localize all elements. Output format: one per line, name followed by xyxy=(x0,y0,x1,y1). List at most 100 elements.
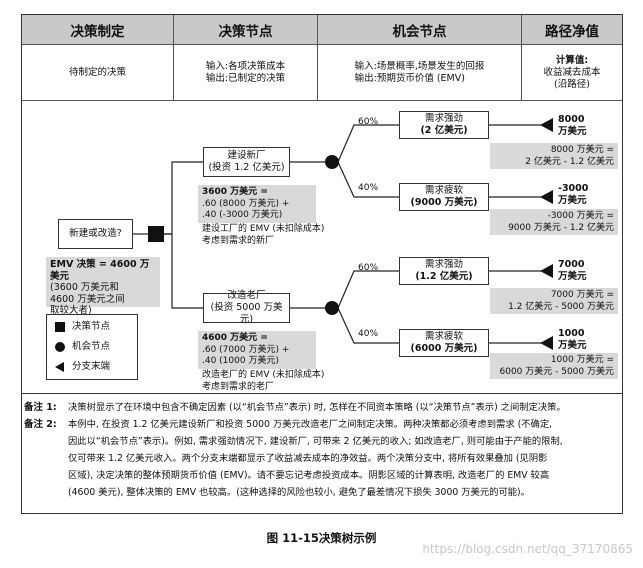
legend-decision: 决策节点 xyxy=(55,317,110,337)
decision-tree-figure: 决策制定 决策节点 机会节点 路径净值 待制定的决策 输入:各项决策成本 输出:… xyxy=(21,14,623,514)
terminal-value-4-num: 1000 xyxy=(558,328,585,339)
prob-upgrade-low: 40% xyxy=(358,329,379,339)
note-build-line1: 建设工厂的 EMV (未扣除成本) xyxy=(202,224,325,234)
terminal-value-1: 8000 万美元 xyxy=(558,114,587,138)
terminal-calc-3: 7000 万美元 = 1.2 亿美元 - 5000 万美元 xyxy=(490,288,618,314)
outcome-2-line1: 需求疲软 xyxy=(424,185,463,196)
chance-node-icon xyxy=(55,342,65,352)
option-upgrade-line2: (投资 5000 万美元) xyxy=(210,302,283,325)
outcome-1-line2: (2 亿美元) xyxy=(420,125,468,136)
terminal-calc-2-line1: -3000 万美元 = xyxy=(547,211,614,221)
terminal-calc-1: 8000 万美元 = 2 亿美元 - 1.2 亿美元 xyxy=(490,143,618,169)
row-decision-to-make: 待制定的决策 xyxy=(22,45,174,101)
terminal-calc-2-line2: 9000 万美元 - 1.2 亿美元 xyxy=(508,222,614,233)
calc-upgrade-line3: .40 (1000 万美元) xyxy=(202,356,279,366)
decision-question-box: 新建或改造? xyxy=(58,219,133,249)
terminal-calc-2: -3000 万美元 = 9000 万美元 - 1.2 亿美元 xyxy=(490,209,618,235)
note1-label: 备注 1: xyxy=(24,402,57,413)
calc-build-line2: .60 (8000 万美元) + xyxy=(202,198,290,209)
header-decision-making: 决策制定 xyxy=(22,15,174,45)
notes-divider xyxy=(22,393,622,394)
option-build-line1: 建设新厂 xyxy=(227,150,266,161)
terminal-calc-4-line1: 1000 万美元 = xyxy=(550,355,614,365)
calc-upgrade-line1: 4600 万美元 = xyxy=(202,333,268,343)
terminal-value-2-num: -3000 xyxy=(558,183,589,194)
decision-node-icon xyxy=(55,322,65,332)
legend-box: 决策节点 机会节点 分支末端 xyxy=(46,314,138,380)
terminal-value-1-num: 8000 xyxy=(558,114,585,125)
chance-node-build xyxy=(325,155,339,169)
outcome-2-line2: (9000 万美元) xyxy=(410,197,478,208)
row-chance-node-desc: 输入:场景概率,场景发生的回报 输出:预期货币价值 (EMV) xyxy=(318,45,522,101)
note2-line5: (4600 美元), 整体决策的 EMV 也较高。(这种选择的风险也较小, 避免… xyxy=(68,487,530,498)
terminal-value-4-unit: 万美元 xyxy=(558,340,587,351)
outcome-box-1: 需求强劲 (2 亿美元) xyxy=(399,111,489,139)
terminal-calc-1-line2: 2 亿美元 - 1.2 亿美元 xyxy=(525,156,614,167)
row-col4-line3: (沿路径) xyxy=(554,78,590,90)
row-col3-line2: 输出:预期货币价值 (EMV) xyxy=(354,72,465,84)
row-col4-line1: 计算值: xyxy=(555,54,589,66)
decision-node-square xyxy=(148,226,164,242)
legend-branch-end-label: 分支末端 xyxy=(72,361,111,372)
branch-end-1 xyxy=(540,118,553,132)
terminal-calc-4: 1000 万美元 = 6000 万美元 - 5000 万美元 xyxy=(490,353,618,379)
branch-end-4 xyxy=(540,336,553,350)
note2-line1: 本例中, 在投资 1.2 亿美元建设新厂和投资 5000 万美元改造老厂之间制定… xyxy=(68,419,553,430)
legend-branch-end: 分支末端 xyxy=(55,357,110,377)
option-upgrade-box: 改造老厂 (投资 5000 万美元) xyxy=(203,290,290,325)
row-col3-line1: 输入:场景概率,场景发生的回报 xyxy=(354,60,485,72)
calc-build-line1: 3600 万美元 = xyxy=(202,187,268,197)
prob-build-high: 60% xyxy=(358,117,379,127)
prob-upgrade-high: 60% xyxy=(358,263,379,273)
note-build-line2: 考虑到需求的新厂 xyxy=(202,236,275,246)
branch-end-2 xyxy=(540,190,553,204)
tree-lines xyxy=(133,124,542,344)
calc-upgrade-box: 4600 万美元 = .60 (7000 万美元) + .40 (1000 万美… xyxy=(198,331,316,369)
legend-decision-label: 决策节点 xyxy=(72,321,111,332)
note2-line2: 因此以“机会节点”表示)。例如, 需求强劲情况下, 建设新厂, 可带来 2 亿美… xyxy=(68,436,563,447)
terminal-value-2: -3000 万美元 xyxy=(558,183,588,207)
terminal-value-3: 7000 万美元 xyxy=(558,259,587,283)
emv-decision-line1: EMV 决策 = 4600 万美元 xyxy=(50,259,150,282)
terminal-value-2-unit: 万美元 xyxy=(558,195,587,206)
note2-line3: 仅可带来 1.2 亿美元收入。两个分支末端都显示了收益减去成本的净效益。两个决策… xyxy=(68,453,548,464)
branch-end-3 xyxy=(540,264,553,278)
option-upgrade-line1: 改造老厂 xyxy=(227,290,266,301)
outcome-3-line1: 需求强劲 xyxy=(424,259,463,270)
terminal-value-4: 1000 万美元 xyxy=(558,328,587,352)
terminal-calc-3-line1: 7000 万美元 = xyxy=(550,290,614,300)
terminal-calc-1-line1: 8000 万美元 = xyxy=(550,145,614,155)
branch-end-icon xyxy=(55,362,64,372)
option-build-box: 建设新厂 (投资 1.2 亿美元) xyxy=(203,147,290,177)
emv-decision-box: EMV 决策 = 4600 万美元 (3600 万美元和 4600 万美元之间 … xyxy=(46,257,160,316)
note2-label: 备注 2: xyxy=(24,419,57,430)
row-col2-line1: 输入:各项决策成本 xyxy=(205,60,286,72)
option-build-line2: (投资 1.2 亿美元) xyxy=(208,162,285,173)
terminal-value-1-unit: 万美元 xyxy=(558,126,587,137)
outcome-4-line1: 需求疲软 xyxy=(424,331,463,342)
decision-question-text: 新建或改造? xyxy=(69,228,122,239)
row-path-value-desc: 计算值: 收益减去成本 (沿路径) xyxy=(522,45,622,101)
terminal-value-3-num: 7000 xyxy=(558,259,585,270)
note-upgrade-line1: 改造老厂的 EMV (未扣除成本) xyxy=(202,370,325,380)
row-decision-node-desc: 输入:各项决策成本 输出:已制定的决策 xyxy=(174,45,318,101)
calc-upgrade-line2: .60 (7000 万美元) + xyxy=(202,344,290,355)
emv-decision-line2: (3600 万美元和 xyxy=(50,282,119,293)
terminal-calc-4-line2: 6000 万美元 - 5000 万美元 xyxy=(499,366,615,377)
terminal-value-3-unit: 万美元 xyxy=(558,271,587,282)
prob-build-low: 40% xyxy=(358,183,379,193)
header-chance-node: 机会节点 xyxy=(318,15,522,45)
row-col1-text: 待制定的决策 xyxy=(68,66,126,78)
outcome-box-2: 需求疲软 (9000 万美元) xyxy=(399,183,489,211)
figure-caption: 图 11-15决策树示例 xyxy=(266,531,377,545)
chance-node-upgrade xyxy=(325,301,339,315)
watermark: https://blog.csdn.net/qq_37170865 xyxy=(422,542,633,556)
row-col2-line2: 输出:已制定的决策 xyxy=(205,72,286,84)
emv-decision-line4: 取较大者) xyxy=(50,305,92,316)
header-decision-node: 决策节点 xyxy=(174,15,318,45)
calc-build-line3: .40 (-3000 万美元) xyxy=(202,210,283,220)
terminal-calc-3-line2: 1.2 亿美元 - 5000 万美元 xyxy=(508,301,614,312)
outcome-box-3: 需求强劲 (1.2 亿美元) xyxy=(399,257,489,285)
outcome-1-line1: 需求强劲 xyxy=(424,113,463,124)
legend-chance-label: 机会节点 xyxy=(72,341,111,352)
